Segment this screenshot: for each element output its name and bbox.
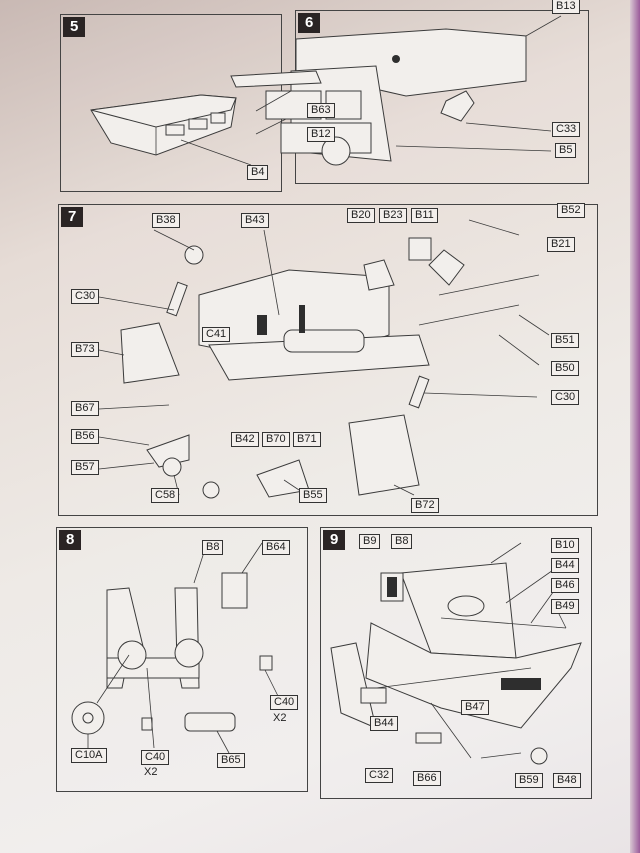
part-label-b56: B56 — [71, 429, 99, 444]
part-label-b63: B63 — [307, 103, 335, 118]
part-label-b21: B21 — [547, 237, 575, 252]
step-number: 8 — [59, 530, 82, 550]
part-label-b57: B57 — [71, 460, 99, 475]
step-number: 9 — [323, 530, 346, 550]
part-label-c10a: C10A — [71, 748, 107, 763]
part-label-b52: B52 — [557, 203, 585, 218]
part-label-b10: B10 — [551, 538, 579, 553]
part-label-c32: C32 — [365, 768, 394, 783]
step-9-drawing — [330, 542, 582, 765]
part-label-b71: B71 — [293, 432, 321, 447]
part-label-b8: B8 — [202, 540, 224, 555]
step-8-drawing — [71, 542, 280, 754]
step-6-panel: 6 B13 B63 B12 C33 B5 — [230, 0, 589, 184]
photo-edge — [630, 0, 640, 853]
part-label-b5: B5 — [555, 143, 577, 158]
part-label-b20: B20 — [347, 208, 375, 223]
step-7-drawing — [98, 219, 550, 499]
part-label-b64: B64 — [262, 540, 290, 555]
part-label-b42: B42 — [231, 432, 259, 447]
step-8-panel: 8 B8 B64 C10A C40 X2 C40 X2 B65 — [56, 527, 308, 792]
part-label-b46: B46 — [551, 578, 579, 593]
step-number: 6 — [298, 13, 321, 33]
step-5-drawing — [90, 94, 252, 166]
part-label-b12: B12 — [307, 127, 335, 142]
quantity-x2: X2 — [273, 712, 287, 724]
step-number: 5 — [63, 17, 86, 37]
part-label-b47: B47 — [461, 700, 489, 715]
part-label-b9: B9 — [359, 534, 381, 549]
step-9-panel: 9 B9 B8 B10 B44 B46 B49 B47 B44 C32 B66 … — [320, 527, 592, 799]
part-label-b59: B59 — [515, 773, 543, 788]
part-label-b13: B13 — [552, 0, 580, 14]
part-label-c41: C41 — [202, 327, 231, 342]
part-label-b4: B4 — [247, 165, 269, 180]
part-label-b48: B48 — [553, 773, 581, 788]
part-label-b55: B55 — [299, 488, 327, 503]
part-label-b72: B72 — [411, 498, 439, 513]
quantity-x2: X2 — [144, 766, 158, 778]
part-label-c33: C33 — [552, 122, 581, 137]
part-label-c30-right: C30 — [551, 390, 580, 405]
part-label-c40: C40 — [141, 750, 170, 765]
part-label-b44: B44 — [551, 558, 579, 573]
part-label-b8: B8 — [391, 534, 413, 549]
part-label-b44-lower: B44 — [370, 716, 398, 731]
part-label-b23: B23 — [379, 208, 407, 223]
part-label-b51: B51 — [551, 333, 579, 348]
part-label-b38: B38 — [152, 213, 180, 228]
part-label-b50: B50 — [551, 361, 579, 376]
part-label-b73: B73 — [71, 342, 99, 357]
part-label-c58: C58 — [151, 488, 180, 503]
step-5-panel: 5 B4 — [60, 14, 282, 192]
part-label-c40-right: C40 — [270, 695, 299, 710]
step-number: 7 — [61, 207, 84, 227]
part-label-b43: B43 — [241, 213, 269, 228]
part-label-b67: B67 — [71, 401, 99, 416]
step-7-panel: 7 B38 B43 B20 B23 B — [58, 203, 598, 516]
step-6-drawing — [230, 15, 562, 166]
part-label-b11: B11 — [411, 208, 438, 223]
part-label-b66: B66 — [413, 771, 441, 786]
part-label-b49: B49 — [551, 599, 579, 614]
part-label-c30: C30 — [71, 289, 100, 304]
part-label-b70: B70 — [262, 432, 290, 447]
part-label-b65: B65 — [217, 753, 245, 768]
